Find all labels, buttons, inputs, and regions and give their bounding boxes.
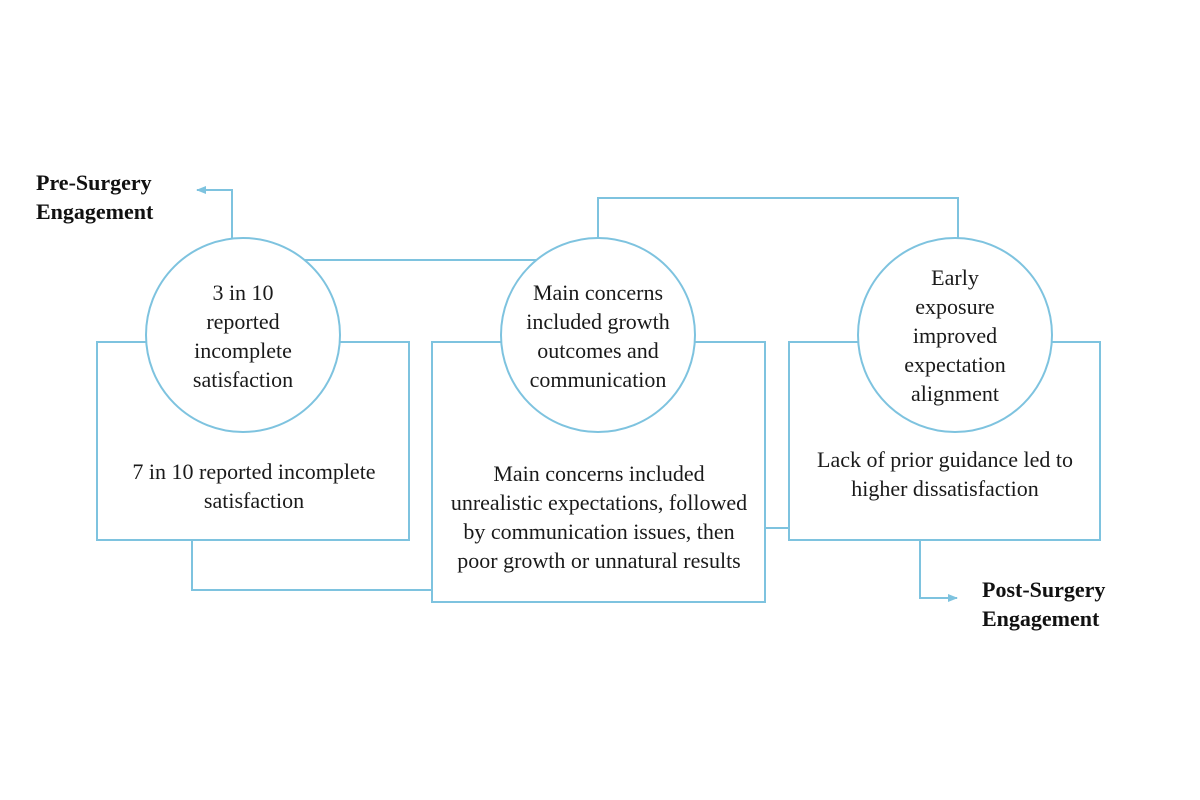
post-surgery-arrow xyxy=(919,540,958,602)
circle-middle-text: Main concerns included growth outcomes a… xyxy=(526,280,670,392)
box-right-text: Lack of prior guidance led to higher dis… xyxy=(817,447,1073,501)
circle-middle xyxy=(500,237,696,433)
pre-surgery-arrow xyxy=(196,186,233,240)
box-left-text: 7 in 10 reported incomplete satisfaction xyxy=(132,459,376,513)
circle-right-text: Early exposure improved expectation alig… xyxy=(904,264,1006,406)
circle-left xyxy=(145,237,341,433)
post-surgery-heading: Post-Surgery Engagement xyxy=(982,577,1106,631)
circle-left-text: 3 in 10 reported incomplete satisfaction xyxy=(192,280,294,392)
left-box-to-middle-box-connector xyxy=(191,540,432,591)
pre-surgery-heading: Pre-Surgery Engagement xyxy=(36,170,154,224)
middle-to-right-circle-connector xyxy=(597,197,959,258)
circle-right xyxy=(857,237,1053,433)
box-middle-text: Main concerns included unrealistic expec… xyxy=(450,461,748,573)
